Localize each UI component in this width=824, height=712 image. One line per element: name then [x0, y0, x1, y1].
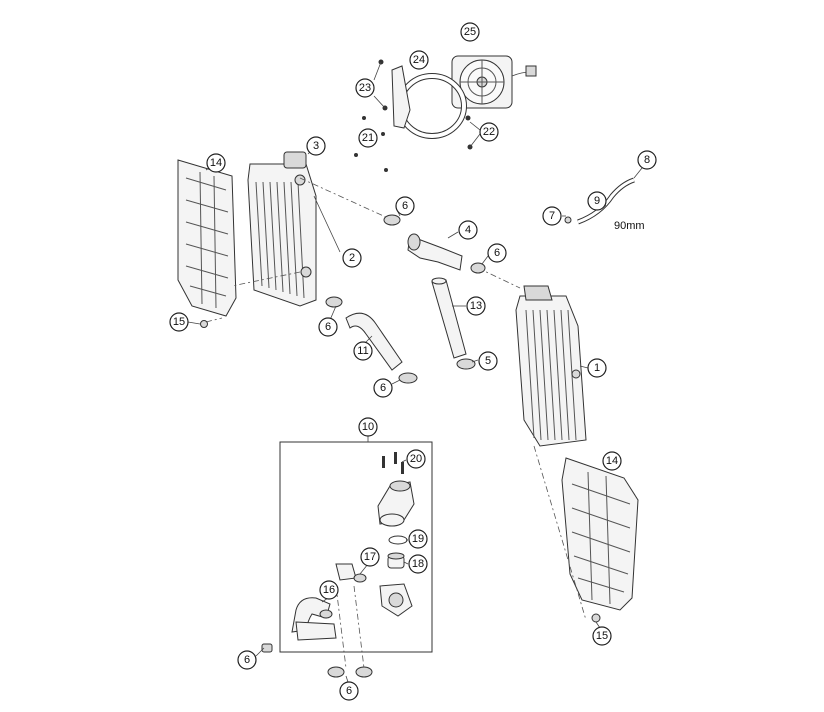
- svg-text:16: 16: [323, 584, 335, 596]
- left-radiator-part: [247, 151, 317, 307]
- callout-25: 25: [460, 22, 480, 42]
- callout-7: 7: [542, 206, 562, 226]
- svg-text:20: 20: [410, 453, 422, 465]
- callout-10: 10: [358, 417, 378, 437]
- svg-text:15: 15: [173, 316, 185, 328]
- svg-text:24: 24: [413, 54, 425, 66]
- right-radiator-part: [515, 285, 587, 447]
- svg-text:6: 6: [494, 247, 500, 259]
- cooling-fan-part: [451, 55, 537, 109]
- callout-5: 5: [478, 351, 498, 371]
- svg-text:9: 9: [594, 195, 600, 207]
- callout-11: 11: [353, 341, 373, 361]
- callout-16: 16: [319, 580, 339, 600]
- hose-clamps: [261, 214, 486, 678]
- callout-6-f: 6: [339, 681, 359, 701]
- svg-text:5: 5: [485, 355, 491, 367]
- hose-length-label: 90mm: [614, 220, 645, 232]
- callout-19: 19: [408, 529, 428, 549]
- callout-17: 17: [360, 547, 380, 567]
- svg-text:17: 17: [364, 551, 376, 563]
- left-radiator-guard-part: [177, 159, 237, 317]
- svg-text:14: 14: [210, 157, 222, 169]
- svg-text:10: 10: [362, 421, 374, 433]
- svg-text:11: 11: [357, 345, 368, 357]
- fan-bracket-part: [391, 65, 467, 139]
- callout-13: 13: [466, 296, 486, 316]
- guard-screw-left: [200, 320, 601, 623]
- callout-14-b: 14: [602, 451, 622, 471]
- svg-text:6: 6: [325, 321, 331, 333]
- svg-text:14: 14: [606, 455, 618, 467]
- y-piece-hose-part: [407, 233, 463, 271]
- svg-text:6: 6: [244, 654, 250, 666]
- svg-text:15: 15: [596, 630, 608, 642]
- svg-text:18: 18: [412, 558, 424, 570]
- callout-22: 22: [479, 122, 499, 142]
- callout-6-d: 6: [373, 378, 393, 398]
- svg-text:6: 6: [380, 382, 386, 394]
- svg-text:13: 13: [470, 300, 482, 312]
- svg-text:23: 23: [359, 82, 371, 94]
- svg-text:6: 6: [402, 200, 408, 212]
- alignment-lines: [205, 177, 587, 669]
- callout-6-b: 6: [487, 243, 507, 263]
- callout-24: 24: [409, 50, 429, 70]
- svg-text:22: 22: [483, 126, 495, 138]
- callout-21: 21: [358, 128, 378, 148]
- callout-15-a: 15: [169, 312, 189, 332]
- svg-text:4: 4: [465, 224, 471, 236]
- callout-9: 9: [587, 191, 607, 211]
- svg-text:7: 7: [549, 210, 555, 222]
- callout-15-b: 15: [592, 626, 612, 646]
- callout-4: 4: [458, 220, 478, 240]
- callout-2: 2: [342, 248, 362, 268]
- svg-text:2: 2: [349, 252, 355, 264]
- svg-text:21: 21: [362, 132, 374, 144]
- callout-14-a: 14: [206, 153, 226, 173]
- small-hose-part: [564, 177, 635, 225]
- right-radiator-guard-part: [561, 457, 639, 611]
- screws-group: [354, 59, 481, 172]
- svg-text:1: 1: [594, 362, 600, 374]
- callout-18: 18: [408, 554, 428, 574]
- callout-6-c: 6: [318, 317, 338, 337]
- svg-text:25: 25: [464, 26, 476, 38]
- callout-20: 20: [406, 449, 426, 469]
- callout-1: 1: [587, 358, 607, 378]
- callout-8: 8: [637, 150, 657, 170]
- curved-hose-part: [345, 312, 403, 371]
- svg-text:3: 3: [313, 140, 319, 152]
- straight-hose-part: [431, 277, 467, 359]
- callout-23: 23: [355, 78, 375, 98]
- callout-6-e: 6: [237, 650, 257, 670]
- callout-6-a: 6: [395, 196, 415, 216]
- svg-text:6: 6: [346, 685, 352, 697]
- svg-text:8: 8: [644, 154, 650, 166]
- callout-3: 3: [306, 136, 326, 156]
- svg-text:19: 19: [412, 533, 424, 545]
